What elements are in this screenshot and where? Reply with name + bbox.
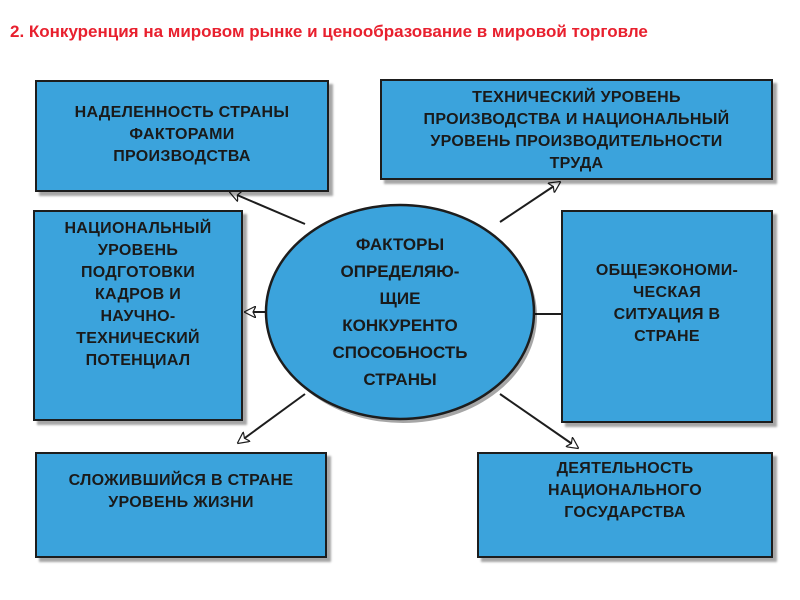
- box-living-standard: СЛОЖИВШИЙСЯ В СТРАНЕ УРОВЕНЬ ЖИЗНИ: [35, 452, 327, 558]
- box-training-level-label: НАЦИОНАЛЬНЫЙ УРОВЕНЬ ПОДГОТОВКИ КАДРОВ И…: [64, 220, 212, 369]
- center-ellipse: [264, 203, 536, 421]
- box-factor-endowment-label: НАДЕЛЕННОСТЬ СТРАНЫ ФАКТОРАМИ ПРОИЗВОДСТ…: [74, 104, 290, 165]
- arrow-to-living: [238, 393, 306, 443]
- box-technical-level-label: ТЕХНИЧЕСКИЙ УРОВЕНЬ ПРОИЗВОДСТВА И НАЦИО…: [423, 89, 730, 172]
- box-training-level: НАЦИОНАЛЬНЫЙ УРОВЕНЬ ПОДГОТОВКИ КАДРОВ И…: [33, 210, 243, 421]
- box-state-activity: ДЕЯТЕЛЬНОСТЬ НАЦИОНАЛЬНОГО ГОСУДАРСТВА: [477, 452, 773, 558]
- page-title: 2. Конкуренция на мировом рынке и ценооб…: [10, 22, 648, 41]
- arrow-to-technical: [499, 182, 560, 223]
- box-factor-endowment: НАДЕЛЕННОСТЬ СТРАНЫ ФАКТОРАМИ ПРОИЗВОДСТ…: [35, 80, 329, 192]
- center-label: ФАКТОРЫ ОПРЕДЕЛЯЮ- ЩИЕ КОНКУРЕНТО СПОСОБ…: [332, 235, 468, 389]
- arrow-to-state: [499, 393, 578, 448]
- box-state-activity-label: ДЕЯТЕЛЬНОСТЬ НАЦИОНАЛЬНОГО ГОСУДАРСТВА: [548, 460, 702, 521]
- box-economic-situation: ОБЩЕЭКОНОМИ- ЧЕСКАЯ СИТУАЦИЯ В СТРАНЕ: [561, 210, 773, 423]
- box-technical-level: ТЕХНИЧЕСКИЙ УРОВЕНЬ ПРОИЗВОДСТВА И НАЦИО…: [380, 79, 773, 180]
- box-living-standard-label: СЛОЖИВШИЙСЯ В СТРАНЕ УРОВЕНЬ ЖИЗНИ: [68, 472, 294, 511]
- box-economic-situation-label: ОБЩЕЭКОНОМИ- ЧЕСКАЯ СИТУАЦИЯ В СТРАНЕ: [595, 262, 739, 345]
- arrow-to-endowment: [230, 192, 306, 225]
